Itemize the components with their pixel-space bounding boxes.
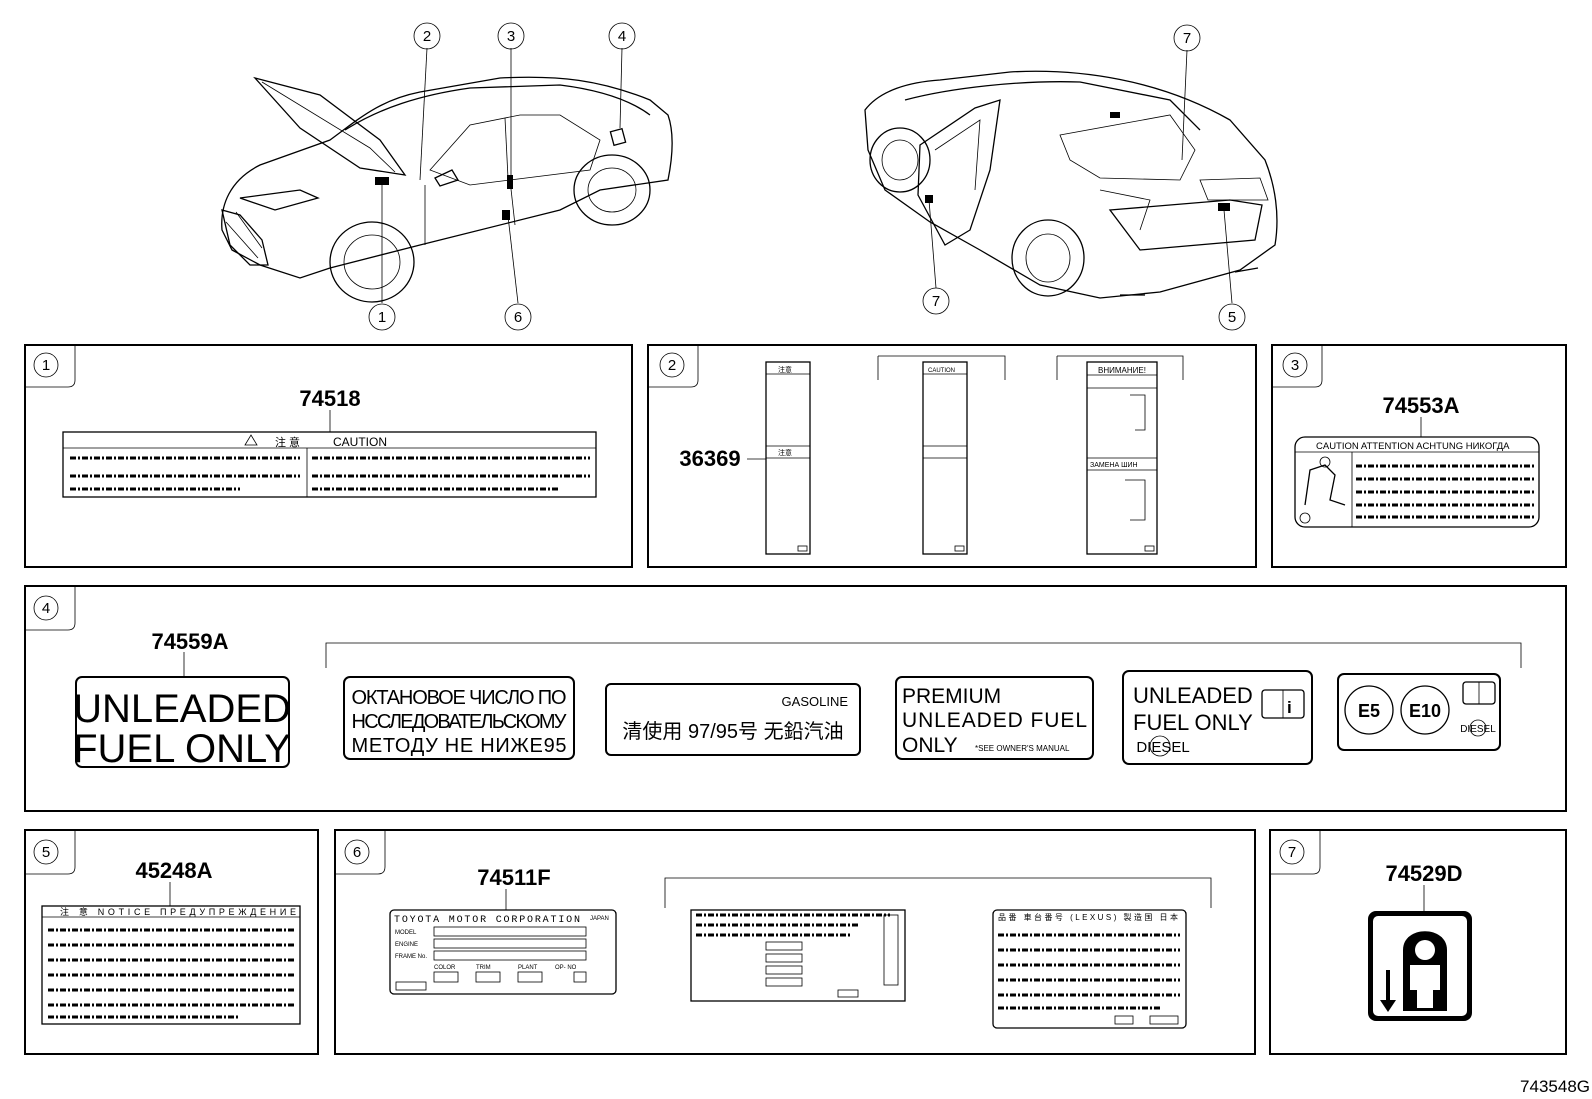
label-gasoline-chinese [605, 683, 861, 756]
vin-color: COLOR [434, 965, 456, 971]
tag-36369-a-label1: 注意 [778, 365, 792, 374]
label-unleaded-fuel-only [75, 676, 290, 768]
label-74511F-lexus [992, 909, 1187, 1029]
label-74511F-vin [389, 909, 617, 995]
russian-line3: МЕТОДУ НЕ НИЖЕ95 [352, 735, 567, 757]
russian-line1: ОКТАНОВОЕ ЧИСЛО ПО [352, 687, 567, 709]
vin-plant: PLANT [518, 965, 538, 971]
front-car-illustration [221, 76, 673, 303]
tag-36369-c-label2: ЗАМЕНА ШИН [1090, 462, 1138, 469]
panel-4-number: 4 [42, 600, 50, 617]
part-number-74518: 74518 [299, 386, 360, 411]
label-74553A-header: CAUTION ATTENTION ACHTUNG НИКОГДА [1316, 441, 1510, 452]
label-45248A-header: 注 意 NOTICE ПРЕДУПРЕЖДЕНИЕ [60, 906, 296, 917]
label-russian-octane [343, 676, 575, 760]
label-45248A [41, 905, 301, 1025]
label-74518-caution: CAUTION [333, 435, 387, 449]
tag-36369-b [922, 361, 968, 555]
premium-line1: PREMIUM [902, 685, 1001, 708]
part-number-74511F: 74511F [477, 865, 550, 890]
panel-3-number: 3 [1291, 357, 1299, 374]
vin-opn: OP- NO [555, 965, 577, 971]
gasoline-chinese: 清使用 97/95号 无鉛汽油 [622, 720, 843, 743]
label-unleaded-diesel [1122, 670, 1313, 765]
callout-3: 3 [507, 28, 515, 45]
corp-country: JAPAN [590, 916, 609, 922]
vin-trim: TRIM [476, 965, 491, 971]
unleaded2-line1: UNLEADED [1133, 683, 1253, 708]
unleaded-line2: FUEL ONLY [73, 727, 291, 771]
label-74518 [62, 431, 597, 498]
corp-name: TOYOTA MOTOR CORPORATION [394, 915, 580, 926]
tag-36369-a-label2: 注意 [778, 448, 792, 457]
panel-frames [24, 344, 1567, 1055]
part-number-36369: 36369 [679, 446, 740, 471]
unleaded-line1: UNLEADED [73, 687, 291, 731]
vin-model: MODEL [395, 930, 417, 936]
e10-badge: E10 [1409, 701, 1441, 721]
callout-5: 5 [1228, 309, 1236, 326]
label-e5-e10 [1337, 673, 1501, 751]
tag-36369-c [1086, 361, 1158, 555]
svg-text:i: i [1287, 698, 1292, 717]
tag-36369-c-label1: ВНИМАНИЕ! [1098, 366, 1146, 375]
tag-36369-b-label: CAUTION [928, 368, 955, 374]
premium-line3: ONLY [902, 734, 958, 757]
part-number-74529D: 74529D [1385, 861, 1462, 886]
label-premium-unleaded [895, 676, 1094, 760]
callout-4: 4 [618, 28, 626, 45]
lexus-header: 品番 車台番号 (LEXUS) 製造国 日本 [998, 912, 1178, 922]
manual-icon: i [1287, 698, 1292, 717]
vin-frame: FRAME No. [395, 954, 427, 960]
e5-badge: E5 [1358, 701, 1380, 721]
unleaded2-line2: FUEL ONLY [1133, 710, 1253, 735]
part-number-45248A: 45248A [135, 858, 212, 883]
rear-car-illustration [864, 70, 1278, 299]
russian-line2: НССЛЕДОВАТЕЛЬСКОМУ [352, 711, 567, 733]
diagram-id: 743548G [1520, 1077, 1590, 1096]
gasoline-label: GASOLINE [782, 694, 849, 709]
premium-note: *SEE OWNER'S MANUAL [975, 744, 1070, 753]
label-74553A [1294, 436, 1540, 528]
callout-2: 2 [423, 28, 431, 45]
child-lock-icon [1368, 911, 1472, 1021]
panel-5-number: 5 [42, 844, 50, 861]
premium-line2: UNLEADED FUEL [902, 709, 1087, 732]
panel-7-number: 7 [1288, 844, 1296, 861]
label-74518-kanji: 注 意 [275, 435, 300, 449]
tag-36369-a [765, 361, 811, 555]
diesel-crossed-2: DIESEL [1460, 724, 1496, 735]
panel-6-number: 6 [353, 844, 361, 861]
callout-6: 6 [514, 309, 522, 326]
vin-engine: ENGINE [395, 942, 418, 948]
callout-7-bottom: 7 [932, 293, 940, 310]
part-number-74559A: 74559A [151, 629, 228, 654]
panel-1-number: 1 [42, 357, 50, 374]
callouts [368, 22, 1246, 331]
callout-1: 1 [378, 309, 386, 326]
label-74511F-middle [690, 909, 906, 1002]
panel-2-number: 2 [668, 357, 676, 374]
callout-7-top: 7 [1183, 30, 1191, 47]
diesel-crossed: DIESEL [1136, 739, 1189, 756]
part-number-74553A: 74553A [1382, 393, 1459, 418]
